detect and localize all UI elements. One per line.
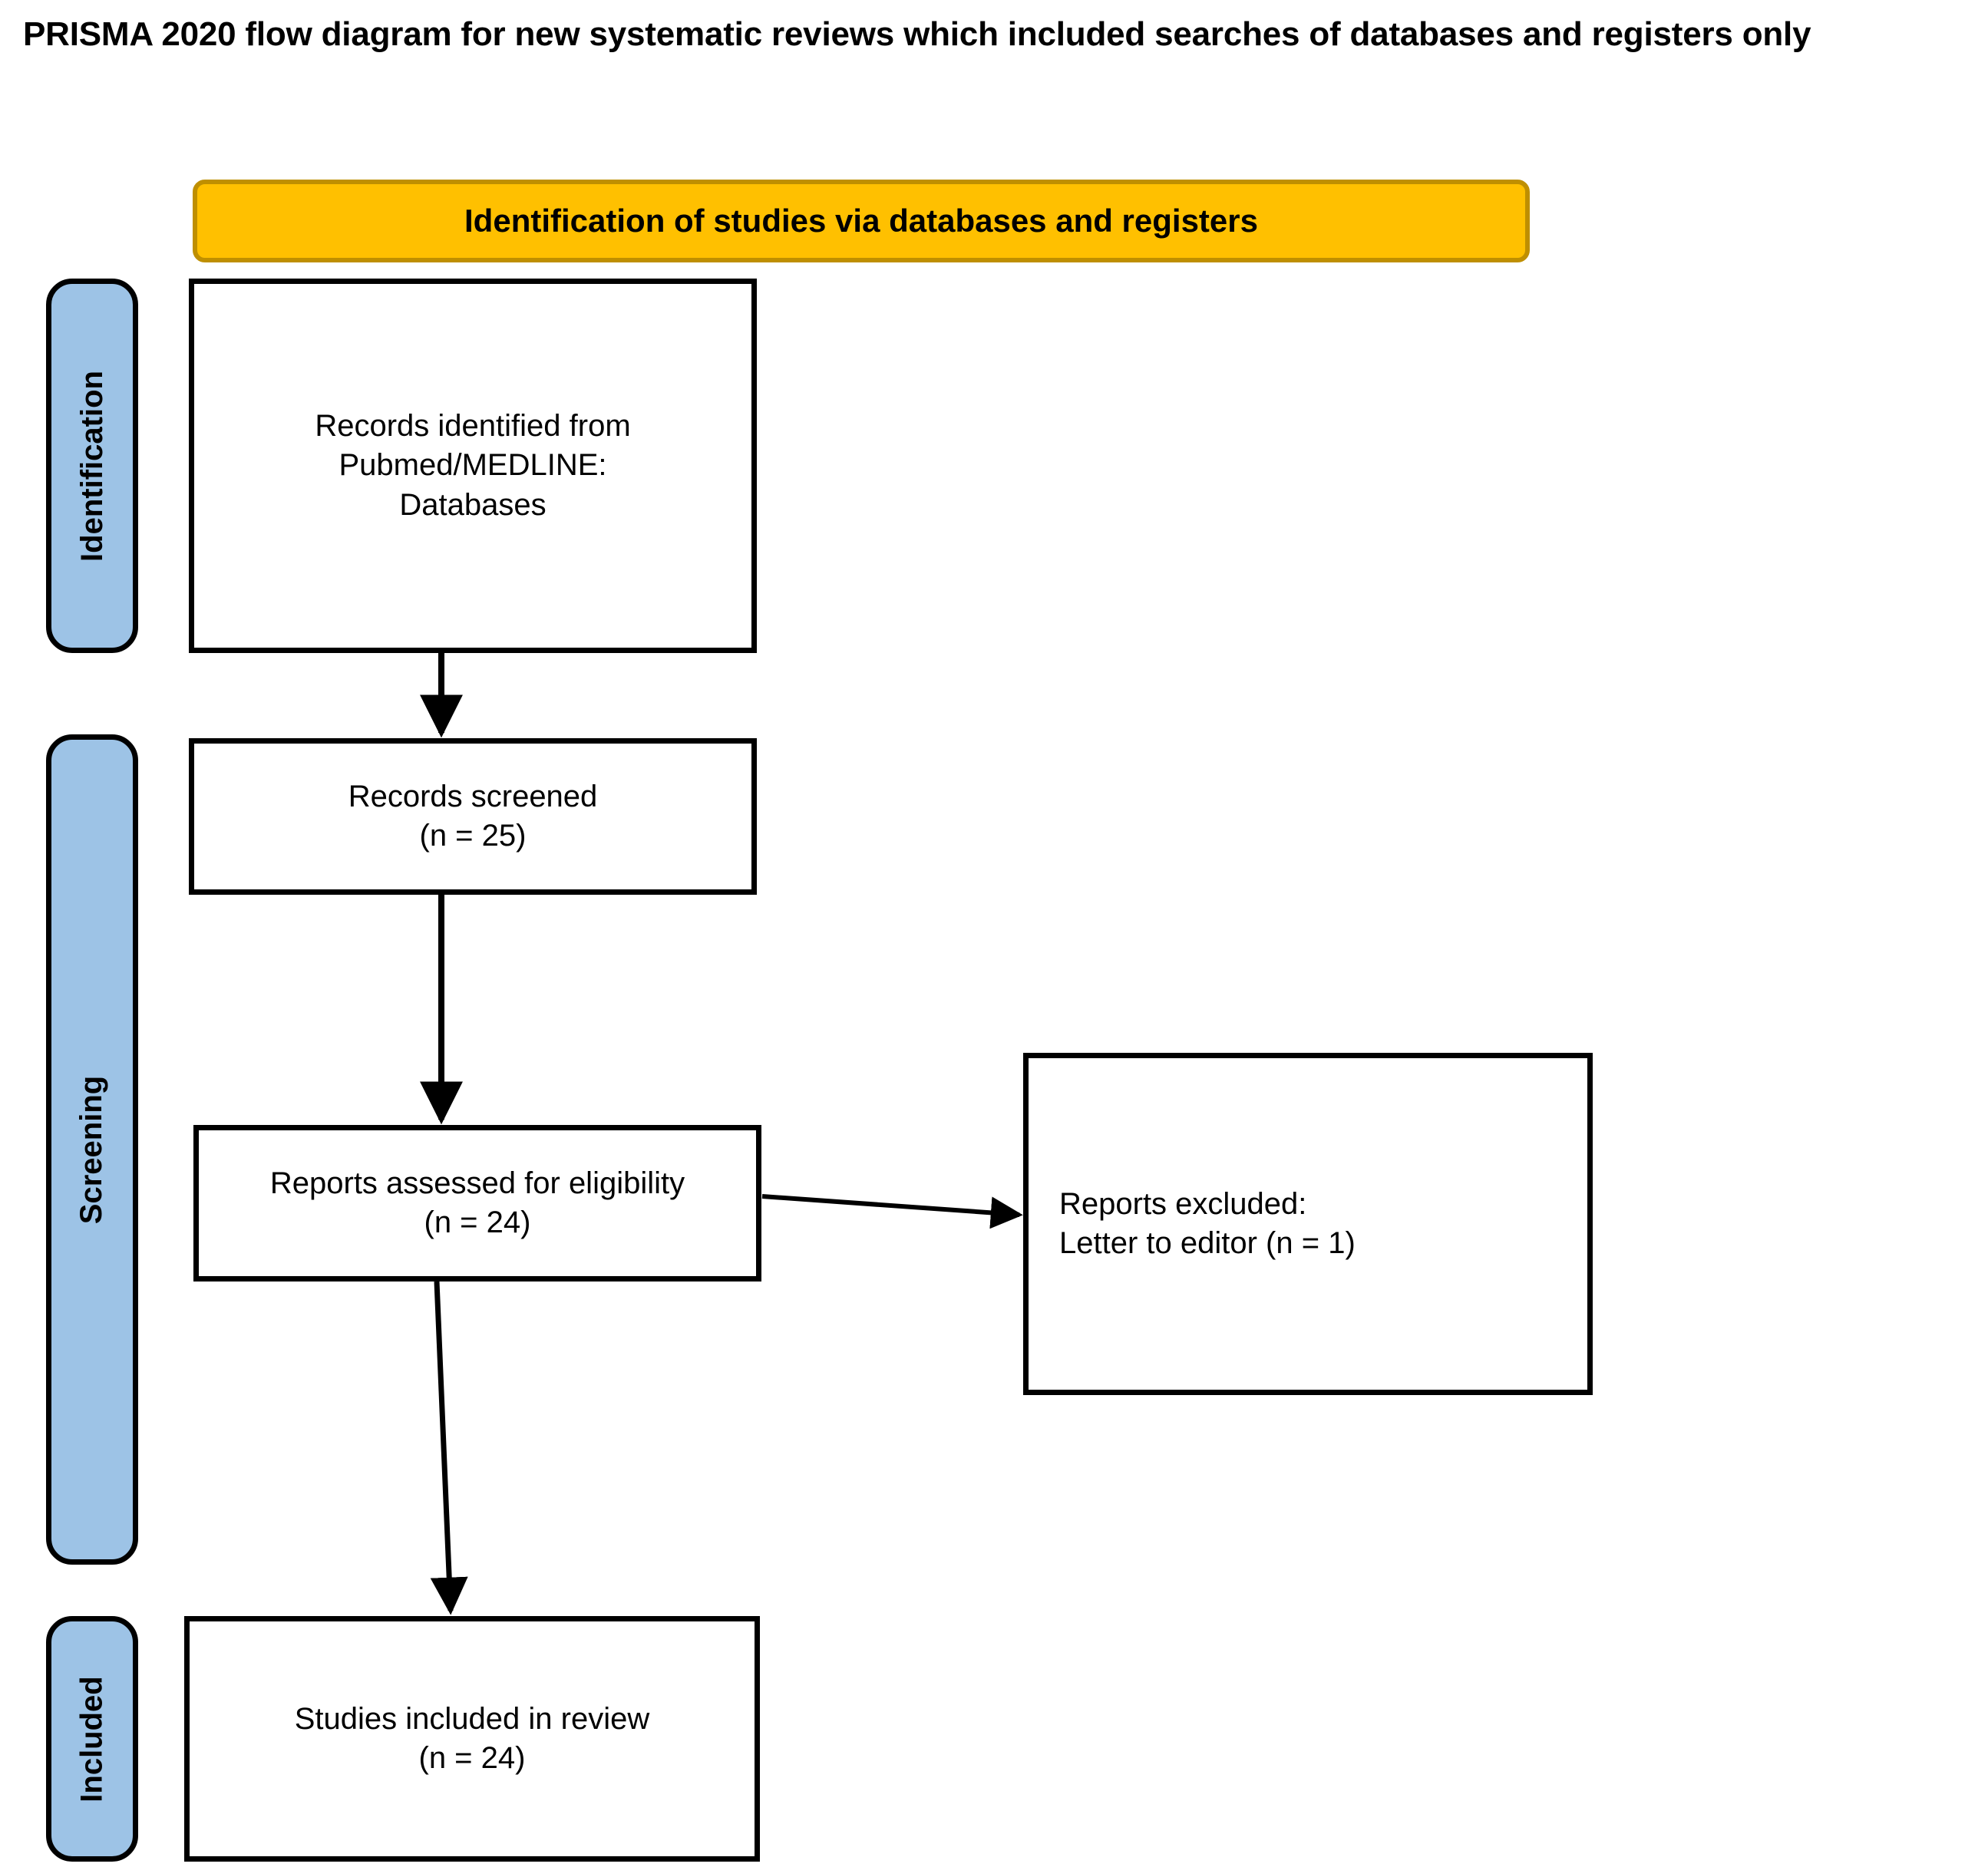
stage-tab-included-label: Included xyxy=(74,1675,109,1803)
section-banner-identification: Identification of studies via databases … xyxy=(193,180,1530,262)
box-reports-assessed: Reports assessed for eligibility (n = 24… xyxy=(193,1125,761,1282)
box-studies-included: Studies included in review (n = 24) xyxy=(184,1616,760,1862)
box-records-identified-text: Records identified from Pubmed/MEDLINE: … xyxy=(315,409,631,522)
box-studies-included-text: Studies included in review (n = 24) xyxy=(294,1701,650,1775)
box-records-screened: Records screened (n = 25) xyxy=(189,738,757,895)
arrow-assessed-to-excluded xyxy=(761,1194,1023,1229)
page-title: PRISMA 2020 flow diagram for new systema… xyxy=(23,15,1811,53)
box-reports-excluded: Reports excluded: Letter to editor (n = … xyxy=(1023,1053,1593,1395)
box-records-identified: Records identified from Pubmed/MEDLINE: … xyxy=(189,279,757,653)
box-reports-excluded-text: Reports excluded: Letter to editor (n = … xyxy=(1059,1186,1356,1260)
section-banner-label: Identification of studies via databases … xyxy=(464,203,1258,239)
stage-tab-identification: Identification xyxy=(46,279,138,653)
stage-tab-screening-label: Screening xyxy=(74,1075,109,1224)
box-reports-assessed-text: Reports assessed for eligibility (n = 24… xyxy=(269,1166,685,1239)
stage-tab-identification-label: Identification xyxy=(74,370,109,562)
arrow-assessed-to-included xyxy=(430,1281,468,1615)
stage-tab-included: Included xyxy=(46,1616,138,1862)
stage-tab-screening: Screening xyxy=(46,734,138,1565)
box-records-screened-text: Records screened (n = 25) xyxy=(348,779,598,853)
